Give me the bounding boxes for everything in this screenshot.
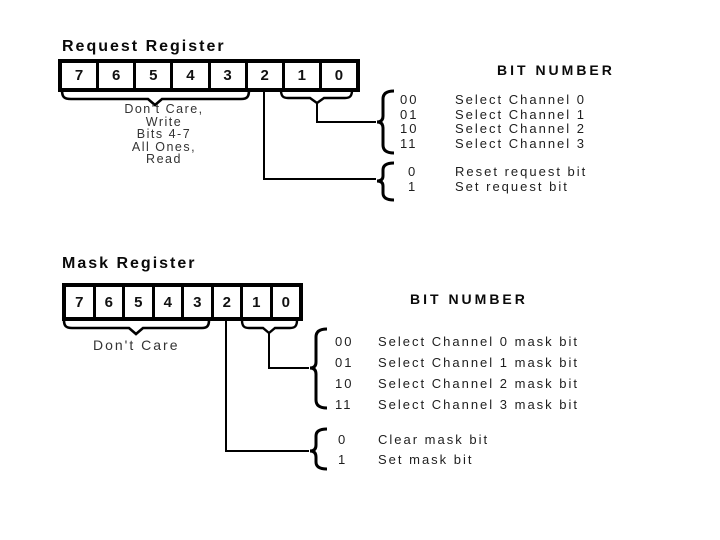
code-row: 11 Select Channel 3 mask bit bbox=[335, 394, 579, 415]
code-row: 10 Select Channel 2 mask bit bbox=[335, 373, 579, 394]
bit-code: 1 bbox=[338, 452, 348, 467]
request-bit-3-cell: 3 bbox=[211, 63, 248, 88]
bit-code-label: Set request bit bbox=[455, 179, 569, 194]
mask-bit-number-header: BIT NUMBER bbox=[410, 291, 528, 307]
code-row: 0 Clear mask bit bbox=[338, 430, 489, 450]
request-bit-5-cell: 5 bbox=[136, 63, 174, 88]
request-bit-6-cell: 6 bbox=[99, 63, 137, 88]
mask-channel-group-brace bbox=[309, 327, 328, 410]
request-bit-number-header: BIT NUMBER bbox=[497, 62, 615, 78]
request-channel-connector-line bbox=[316, 103, 376, 123]
mask-bit-0-cell: 0 bbox=[281, 293, 290, 311]
mask-action-connector-line bbox=[225, 321, 309, 452]
mask-bits1-0-underbrace bbox=[240, 319, 299, 335]
code-row: 10 Select Channel 2 bbox=[400, 122, 586, 137]
bit-code-label: Select Channel 1 mask bit bbox=[378, 355, 580, 370]
mask-bit-5-cell: 5 bbox=[125, 287, 155, 317]
mask-register-box: 7 6 5 4 3 2 1 0 bbox=[62, 283, 303, 321]
bit-code-label: Clear mask bit bbox=[378, 432, 490, 447]
request-register-box: 7 6 5 4 3 2 1 0 bbox=[58, 59, 360, 92]
bit-code: 11 bbox=[400, 135, 418, 151]
bit-code: 10 bbox=[335, 376, 354, 391]
mask-channel-group-rows: 00 Select Channel 0 mask bit 01 Select C… bbox=[335, 331, 579, 415]
mask-bit-6-cell: 6 bbox=[96, 287, 125, 317]
bit-code: 00 bbox=[335, 334, 354, 349]
mask-register-title: Mask Register bbox=[62, 255, 197, 272]
request-action-group-brace bbox=[376, 161, 395, 202]
note-line: Write bbox=[145, 114, 183, 129]
note-line: Don't Care, bbox=[124, 102, 204, 116]
code-row: 01 Select Channel 1 mask bit bbox=[335, 352, 579, 373]
request-channel-group-rows: 00 Select Channel 0 01 Select Channel 1 … bbox=[400, 92, 587, 152]
note-line: Read bbox=[146, 152, 182, 167]
code-row: 1 Set mask bit bbox=[338, 450, 489, 470]
bit-code: 0 bbox=[338, 432, 348, 447]
bit-code-label: Select Channel 1 bbox=[455, 106, 587, 122]
code-row: 00 Select Channel 0 bbox=[400, 92, 587, 108]
bit-code-label: Reset request bit bbox=[455, 164, 588, 179]
request-action-connector-line bbox=[263, 91, 376, 180]
bit-code-label: Select Channel 0 bbox=[455, 92, 587, 107]
request-bit-1-cell: 1 bbox=[285, 63, 322, 88]
bit-code: 11 bbox=[335, 397, 353, 412]
code-row: 11 Select Channel 3 bbox=[400, 135, 587, 152]
bit-code-label: Select Channel 3 mask bit bbox=[378, 397, 580, 412]
mask-bits7-3-underbrace bbox=[62, 319, 211, 336]
mask-bit-2-cell: 2 bbox=[214, 287, 243, 317]
note-line: All Ones, bbox=[131, 139, 197, 154]
note-line: Bits 4-7 bbox=[136, 127, 192, 142]
bit-code-label: Select Channel 3 bbox=[455, 135, 587, 151]
bit-code: 01 bbox=[400, 106, 419, 122]
request-bits7-3-underbrace bbox=[60, 89, 251, 107]
request-bit-0-cell: 0 bbox=[334, 67, 344, 84]
request-action-group-rows: 0 Reset request bit 1 Set request bit bbox=[408, 164, 587, 194]
bit-code: 1 bbox=[408, 179, 418, 194]
bit-code: 0 bbox=[408, 164, 418, 179]
mask-action-group-brace bbox=[309, 427, 328, 471]
mask-bit-4-cell: 4 bbox=[155, 287, 184, 317]
bit-code-label: Set mask bit bbox=[378, 452, 474, 467]
code-row: 00 Select Channel 0 mask bit bbox=[335, 331, 579, 352]
code-row: 0 Reset request bit bbox=[408, 164, 587, 179]
bit-code: 01 bbox=[335, 355, 354, 370]
bit-code-label: Select Channel 0 mask bit bbox=[378, 334, 580, 349]
mask-channel-connector-line bbox=[268, 333, 309, 369]
request-bit-2-cell: 2 bbox=[248, 63, 285, 88]
mask-bit-3-cell: 3 bbox=[184, 287, 214, 317]
mask-action-group-rows: 0 Clear mask bit 1 Set mask bit bbox=[338, 430, 489, 470]
mask-bit-7-cell: 7 bbox=[66, 287, 96, 317]
request-bits7-3-note: Don't Care, Write Bits 4-7 All Ones, Rea… bbox=[73, 103, 255, 166]
request-bit-4-cell: 4 bbox=[173, 63, 211, 88]
bit-code-label: Select Channel 2 mask bit bbox=[378, 376, 580, 391]
request-register-title: Request Register bbox=[62, 38, 226, 55]
mask-bits7-3-note: Don't Care bbox=[93, 337, 180, 353]
bit-code: 00 bbox=[400, 92, 419, 107]
request-bit-7-cell: 7 bbox=[62, 63, 100, 88]
bit-code-label: Select Channel 2 bbox=[455, 121, 587, 137]
code-row: 01 Select Channel 1 bbox=[400, 106, 587, 123]
mask-bit-1-cell: 1 bbox=[243, 287, 273, 317]
bit-code: 10 bbox=[400, 121, 419, 137]
request-channel-group-brace bbox=[376, 89, 395, 155]
code-row: 1 Set request bit bbox=[408, 179, 587, 194]
